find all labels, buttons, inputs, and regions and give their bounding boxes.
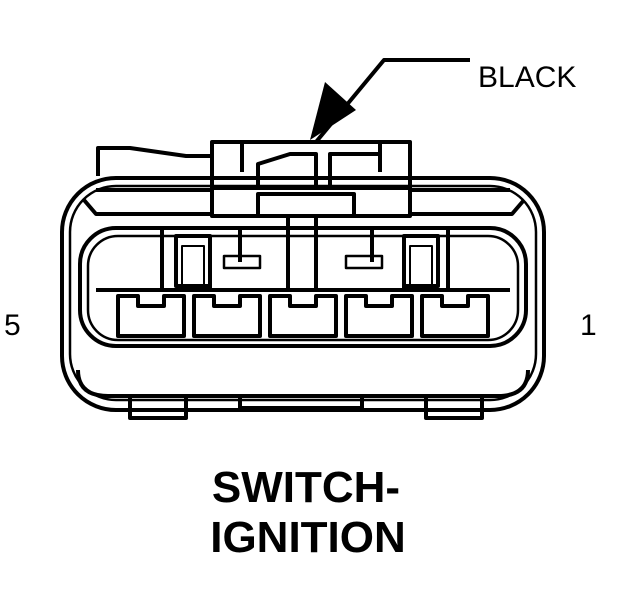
color-callout-arrowhead xyxy=(310,82,356,140)
caption-line-2: IGNITION xyxy=(210,513,406,562)
terminal-cavity-2 xyxy=(344,294,414,338)
terminal-cavity-3 xyxy=(268,294,338,338)
caption-line-1: SWITCH- xyxy=(212,463,400,512)
connector-housing xyxy=(60,140,546,420)
terminal-cavities xyxy=(116,294,490,338)
pin-label-right: 1 xyxy=(580,309,597,342)
terminal-cavity-5 xyxy=(116,294,186,338)
color-callout-label: BLACK xyxy=(478,61,576,94)
terminal-cavity-1 xyxy=(420,294,490,338)
pin-label-left: 5 xyxy=(4,309,21,342)
terminal-cavity-4 xyxy=(192,294,262,338)
